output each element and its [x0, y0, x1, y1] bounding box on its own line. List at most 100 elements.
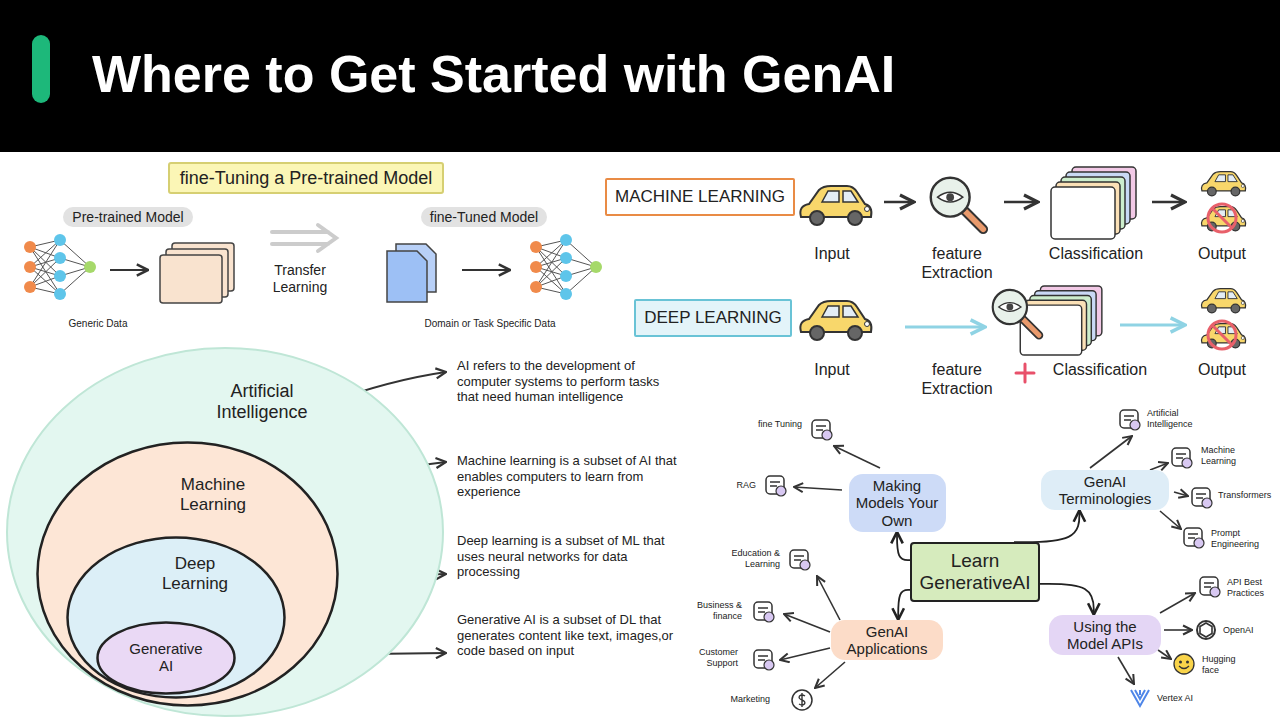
- ml-pipeline: [884, 201, 914, 204]
- data-caption: Generic Data: [53, 318, 143, 330]
- topic-icons: [1131, 690, 1149, 706]
- dl-pipeline: [1020, 286, 1102, 355]
- node-label: MACHINE LEARNING: [615, 187, 785, 207]
- pretrained-network: [24, 234, 96, 300]
- mindmap-arrows: [1090, 436, 1132, 468]
- ml-circle-shape: [38, 443, 338, 706]
- node-label: Using the Model APIs: [1055, 618, 1155, 653]
- ml-pipeline: [1212, 208, 1232, 228]
- ml-pipeline: [931, 178, 983, 229]
- topic-node: Using the Model APIs: [1049, 615, 1161, 656]
- task-data-docs: [387, 251, 427, 302]
- stage-caption: Output: [1187, 360, 1257, 379]
- stage-caption: Input: [802, 244, 862, 263]
- dl-pipeline: [1212, 325, 1232, 345]
- mindmap-arrows: [1160, 593, 1195, 613]
- title-bar: Where to Get Started with GenAI: [0, 0, 1280, 152]
- topic-label: Prompt Engineering: [1211, 528, 1275, 550]
- mindmap-arrows: [780, 436, 1195, 688]
- flow-arrow: [110, 269, 148, 271]
- topic-node: GenAI Terminologies: [1041, 470, 1169, 511]
- mindmap-arrows: [817, 576, 840, 620]
- task-data-docs: [387, 244, 436, 302]
- mindmap-arrows: [1118, 657, 1134, 684]
- transfer-arrow: [272, 225, 336, 251]
- method-box: DEEP LEARNING: [634, 299, 792, 337]
- topic-label: Hugging face: [1202, 654, 1252, 676]
- topic-label: Artificial Intelligence: [1147, 408, 1209, 430]
- step-caption: Transfer Learning: [255, 262, 345, 296]
- node-label: Learn GenerativeAI: [918, 550, 1032, 594]
- generic-data-docs: [160, 243, 234, 303]
- topic-icons: [812, 420, 832, 440]
- generic-data-docs: [160, 255, 222, 303]
- model-chip: Pre-trained Model: [63, 207, 192, 227]
- dl-circle: Deep LearningGenerative AI: [65, 535, 287, 700]
- ml-pipeline: [800, 167, 1245, 239]
- dl-pipeline: [1202, 289, 1246, 313]
- mindmap-arrows: [780, 648, 830, 660]
- node-label: Pre-trained Model: [72, 209, 183, 225]
- dl-pipeline: [800, 301, 871, 340]
- mindmap-arrows: [1174, 492, 1188, 496]
- method-box: MACHINE LEARNING: [605, 178, 795, 216]
- ai-circle-shape: [7, 348, 443, 716]
- topic-icons: [1197, 621, 1215, 639]
- mindmap-arrows: [1150, 463, 1168, 470]
- mindmap-arrows: [1164, 629, 1192, 631]
- mindmap-arrows: [784, 614, 830, 632]
- node-label: fine-Tuned Model: [430, 209, 538, 225]
- topic-label: Customer Support: [684, 647, 738, 669]
- definition-note: Generative AI is a subset of DL that gen…: [457, 612, 679, 659]
- dl-pipeline: [1208, 321, 1236, 349]
- genai-circle: Generative AI: [95, 620, 237, 696]
- ml-pipeline: [1202, 172, 1246, 196]
- ml-pipeline: [1004, 201, 1038, 204]
- topic-icons: [1200, 577, 1220, 597]
- node-label: Deep Learning: [145, 554, 245, 593]
- definition-note: Deep learning is a subset of ML that use…: [457, 533, 679, 580]
- topic-connector: [1014, 510, 1079, 542]
- finetuned-network: [530, 234, 602, 300]
- topic-icons: [1172, 448, 1192, 468]
- topic-icons: [754, 650, 774, 670]
- topic-icons: [790, 550, 810, 570]
- section-heading: fine-Tuning a Pre-trained Model: [168, 162, 444, 195]
- node-label: GenAI Terminologies: [1047, 473, 1163, 508]
- ai-circle: Artificial IntelligenceMachine LearningD…: [5, 346, 445, 718]
- topic-label: API Best Practices: [1227, 577, 1275, 599]
- ml-pipeline: [1051, 167, 1136, 239]
- genai-circle-shape: [98, 623, 235, 694]
- topic-label: Vertex AI: [1157, 693, 1207, 704]
- finetuned-network: [530, 234, 602, 300]
- mindmap-arrows: [815, 662, 845, 688]
- model-chip: fine-Tuned Model: [421, 207, 547, 227]
- hub-box: Learn GenerativeAI: [910, 542, 1040, 602]
- mindmap-arrows: [834, 446, 880, 468]
- node-label: Artificial Intelligence: [202, 381, 322, 422]
- topic-icons: [766, 476, 786, 496]
- ml-pipeline: [1208, 204, 1236, 232]
- mindmap-arrows: [1158, 650, 1171, 659]
- topic-icons: [754, 410, 1220, 710]
- node-label: Machine Learning: [158, 475, 268, 514]
- stage-caption: Classification: [1040, 360, 1160, 379]
- definition-note: Machine learning is a subset of AI that …: [457, 453, 679, 500]
- topic-label: RAG: [722, 480, 756, 491]
- mindmap-arrows: [794, 487, 842, 490]
- dl-pipeline: [993, 290, 1039, 335]
- stage-caption: feature Extraction: [905, 360, 1009, 398]
- topic-node: Making Models Your Own: [849, 474, 946, 532]
- stage-caption: Classification: [1036, 244, 1156, 263]
- title-accent: [32, 35, 50, 103]
- definition-note: AI refers to the development of computer…: [457, 358, 679, 405]
- stage-caption: Input: [802, 360, 862, 379]
- dl-pipeline: [1120, 324, 1185, 327]
- dl-circle-shape: [68, 538, 285, 698]
- topic-label: Education & Learning: [704, 548, 780, 570]
- topic-connector: [1040, 584, 1094, 615]
- mindmap-arrows: [1160, 511, 1181, 529]
- page-title: Where to Get Started with GenAI: [92, 44, 895, 104]
- stage-caption: Output: [1187, 244, 1257, 263]
- dl-pipeline: [800, 286, 1245, 382]
